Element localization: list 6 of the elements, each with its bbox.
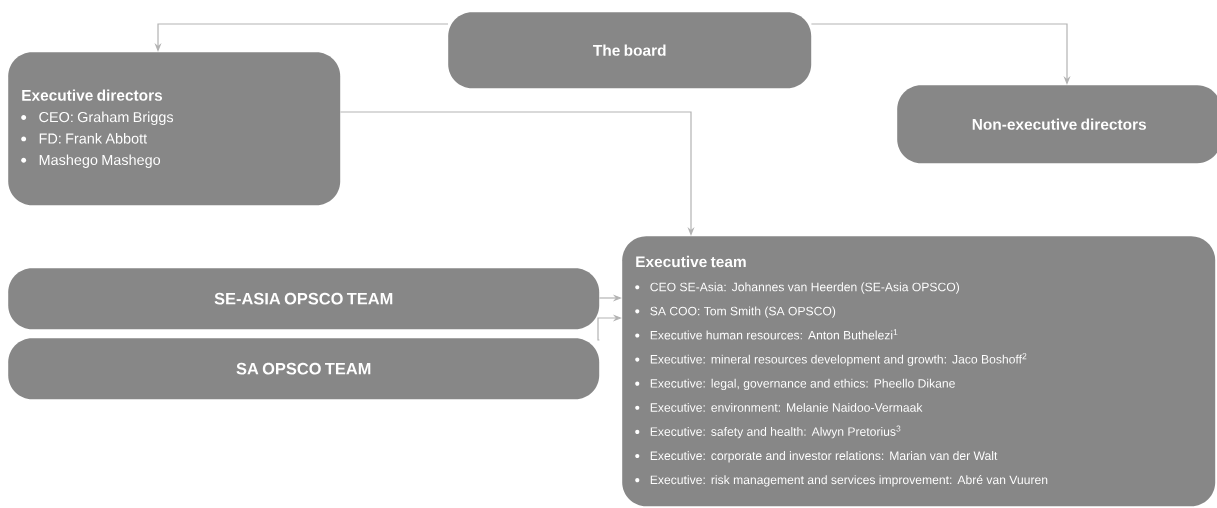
org-box: Non-executive directors: [897, 85, 1217, 164]
org-box: The board: [448, 12, 812, 89]
org-box: SA OPSCO TEAM: [8, 338, 600, 400]
org-box: SE-ASIA OPSCO TEAM: [8, 268, 600, 330]
org-box: Executive team CEO SE-Asia: Johannes van Heerden (SE-Asia OPSCO) SA COO: Tom Smith (SA OPSCO) Executive human resources: Anton Buthelezi$^{1}$ Executive: mineral resources development and growth: Jaco Boshoff$^{2}$ Executive: legal, governance and ethics: Pheello Dikane Executive: environment: Melanie Naidoo-Vermaak Executive: safety and health: Alwyn Pretorius$^{3}$ Executive: corporate and investor relations: Marian van der Walt Executive: risk management and services improvement: Abré van Vuuren: [622, 236, 1216, 507]
org-box: Executive directors CEO: Graham Briggs FD: Frank Abbott Mashego Mashego: [8, 52, 341, 206]
